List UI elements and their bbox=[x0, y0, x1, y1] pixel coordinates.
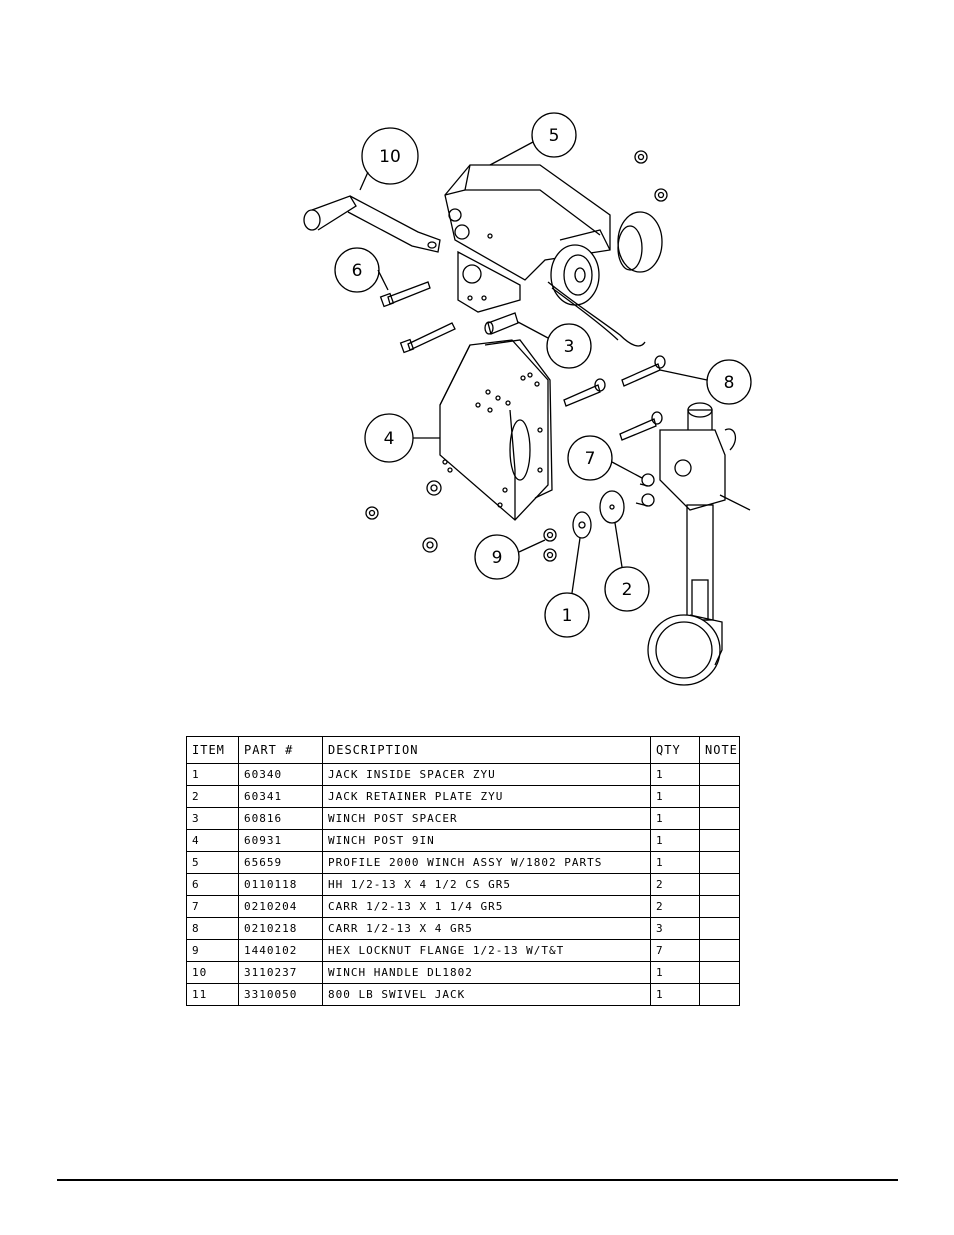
cell-part: 65659 bbox=[238, 851, 323, 874]
balloon-4: 4 bbox=[384, 429, 395, 449]
balloon-8: 8 bbox=[724, 373, 735, 393]
cell-qty: 1 bbox=[650, 785, 700, 808]
cell-part: 0110118 bbox=[238, 873, 323, 896]
retainer-plate-part bbox=[599, 490, 625, 524]
cell-description: PROFILE 2000 WINCH ASSY W/1802 PARTS bbox=[322, 851, 651, 874]
cell-item: 11 bbox=[186, 983, 239, 1006]
cell-qty: 2 bbox=[650, 873, 700, 896]
cell-item: 10 bbox=[186, 961, 239, 984]
header-note: NOTE bbox=[699, 736, 740, 764]
balloon-10: 10 bbox=[379, 147, 401, 167]
header-part-number: PART # bbox=[238, 736, 323, 764]
balloon-5: 5 bbox=[549, 126, 560, 146]
cell-description: HH 1/2-13 X 4 1/2 CS GR5 bbox=[322, 873, 651, 896]
cell-qty: 1 bbox=[650, 851, 700, 874]
cell-item: 8 bbox=[186, 917, 239, 940]
balloon-labels: 10 5 6 3 8 4 7 9 2 1 bbox=[352, 126, 735, 626]
cell-note bbox=[699, 983, 740, 1006]
header-qty: QTY bbox=[650, 736, 700, 764]
cell-part: 60931 bbox=[238, 829, 323, 852]
cell-note bbox=[699, 961, 740, 984]
cell-note bbox=[699, 939, 740, 962]
cell-description: HEX LOCKNUT FLANGE 1/2-13 W/T&T bbox=[322, 939, 651, 962]
table-header-row: ITEM PART # DESCRIPTION QTY NOTE bbox=[186, 736, 740, 764]
cell-note bbox=[699, 895, 740, 918]
cell-description: JACK INSIDE SPACER ZYU bbox=[322, 763, 651, 786]
cell-note bbox=[699, 807, 740, 830]
short-carriage-bolts-part bbox=[635, 473, 655, 507]
callout-balloons bbox=[334, 112, 752, 638]
header-item: ITEM bbox=[186, 736, 239, 764]
cell-note bbox=[699, 763, 740, 786]
cell-part: 60340 bbox=[238, 763, 323, 786]
cell-part: 60816 bbox=[238, 807, 323, 830]
balloon-7: 7 bbox=[585, 449, 596, 469]
cell-qty: 1 bbox=[650, 763, 700, 786]
hex-bolts-part bbox=[379, 281, 456, 354]
cell-note bbox=[699, 851, 740, 874]
cell-qty: 1 bbox=[650, 983, 700, 1006]
cell-item: 9 bbox=[186, 939, 239, 962]
cell-part: 3310050 bbox=[238, 983, 323, 1006]
balloon-3: 3 bbox=[564, 337, 575, 357]
cell-item: 5 bbox=[186, 851, 239, 874]
cell-item: 1 bbox=[186, 763, 239, 786]
balloon-6: 6 bbox=[352, 261, 363, 281]
winch-assembly-part bbox=[444, 164, 663, 347]
cell-description: WINCH POST SPACER bbox=[322, 807, 651, 830]
cell-note bbox=[699, 917, 740, 940]
cell-part: 60341 bbox=[238, 785, 323, 808]
cell-qty: 1 bbox=[650, 829, 700, 852]
cell-note bbox=[699, 873, 740, 896]
cell-item: 4 bbox=[186, 829, 239, 852]
cell-part: 0210218 bbox=[238, 917, 323, 940]
cell-part: 1440102 bbox=[238, 939, 323, 962]
cell-qty: 7 bbox=[650, 939, 700, 962]
cell-qty: 3 bbox=[650, 917, 700, 940]
cell-item: 3 bbox=[186, 807, 239, 830]
inside-spacer-part bbox=[572, 511, 592, 539]
swivel-jack-part bbox=[647, 402, 751, 686]
winch-post-spacer-part bbox=[484, 312, 519, 335]
cell-description: 800 LB SWIVEL JACK bbox=[322, 983, 651, 1006]
cell-part: 3110237 bbox=[238, 961, 323, 984]
cell-item: 6 bbox=[186, 873, 239, 896]
cell-description: CARR 1/2-13 X 4 GR5 bbox=[322, 917, 651, 940]
cell-note bbox=[699, 785, 740, 808]
carriage-bolts-part bbox=[563, 355, 666, 441]
balloon-1: 1 bbox=[562, 606, 573, 626]
balloon-2: 2 bbox=[622, 580, 633, 600]
cell-description: WINCH POST 9IN bbox=[322, 829, 651, 852]
winch-handle-part bbox=[303, 195, 441, 253]
winch-post-part bbox=[439, 339, 553, 521]
header-description: DESCRIPTION bbox=[322, 736, 651, 764]
cell-qty: 1 bbox=[650, 961, 700, 984]
balloon-9: 9 bbox=[492, 548, 503, 568]
cell-note bbox=[699, 829, 740, 852]
exploded-parts-drawing: 10 5 6 3 8 4 7 9 2 1 bbox=[303, 112, 752, 686]
locknuts-part bbox=[365, 150, 668, 562]
cell-qty: 1 bbox=[650, 807, 700, 830]
cell-description: WINCH HANDLE DL1802 bbox=[322, 961, 651, 984]
cell-qty: 2 bbox=[650, 895, 700, 918]
cell-item: 7 bbox=[186, 895, 239, 918]
cell-description: JACK RETAINER PLATE ZYU bbox=[322, 785, 651, 808]
footer-rule bbox=[57, 1179, 898, 1181]
cell-part: 0210204 bbox=[238, 895, 323, 918]
cell-item: 2 bbox=[186, 785, 239, 808]
cell-description: CARR 1/2-13 X 1 1/4 GR5 bbox=[322, 895, 651, 918]
